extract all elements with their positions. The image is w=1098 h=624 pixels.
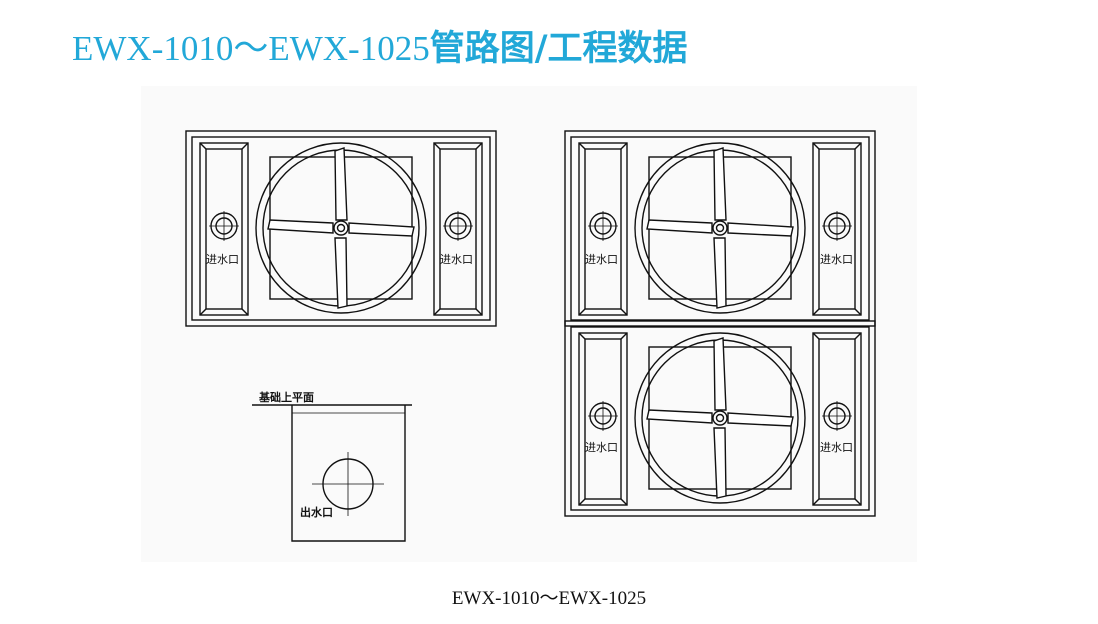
cooling-unit-double-top: 进水口 进水口 [564,130,876,327]
cooling-unit-double-bottom: 进水口 进水口 [564,320,876,517]
inlet-label-top-left: 进水口 [585,253,618,266]
outlet-label: 出水口 [300,505,333,519]
title-model-range: EWX-1010～EWX-1025 [72,29,430,68]
cooling-unit-single: 进水口 进水口 [185,130,497,327]
title-suffix: 管路图/工程数据 [429,29,688,69]
inlet-label-right: 进水口 [440,253,473,266]
inlet-label-top-right: 进水口 [820,253,853,266]
outlet-detail [252,404,412,542]
foundation-plane-label: 基础上平面 [258,390,314,404]
page-title: EWX-1010～EWX-1025管路图/工程数据 [72,24,688,74]
inlet-label-left: 进水口 [206,253,239,266]
inlet-label-bottom-left: 进水口 [585,441,618,454]
figure-caption: EWX-1010～EWX-1025 [451,588,647,609]
inlet-label-bottom-right: 进水口 [820,441,853,454]
